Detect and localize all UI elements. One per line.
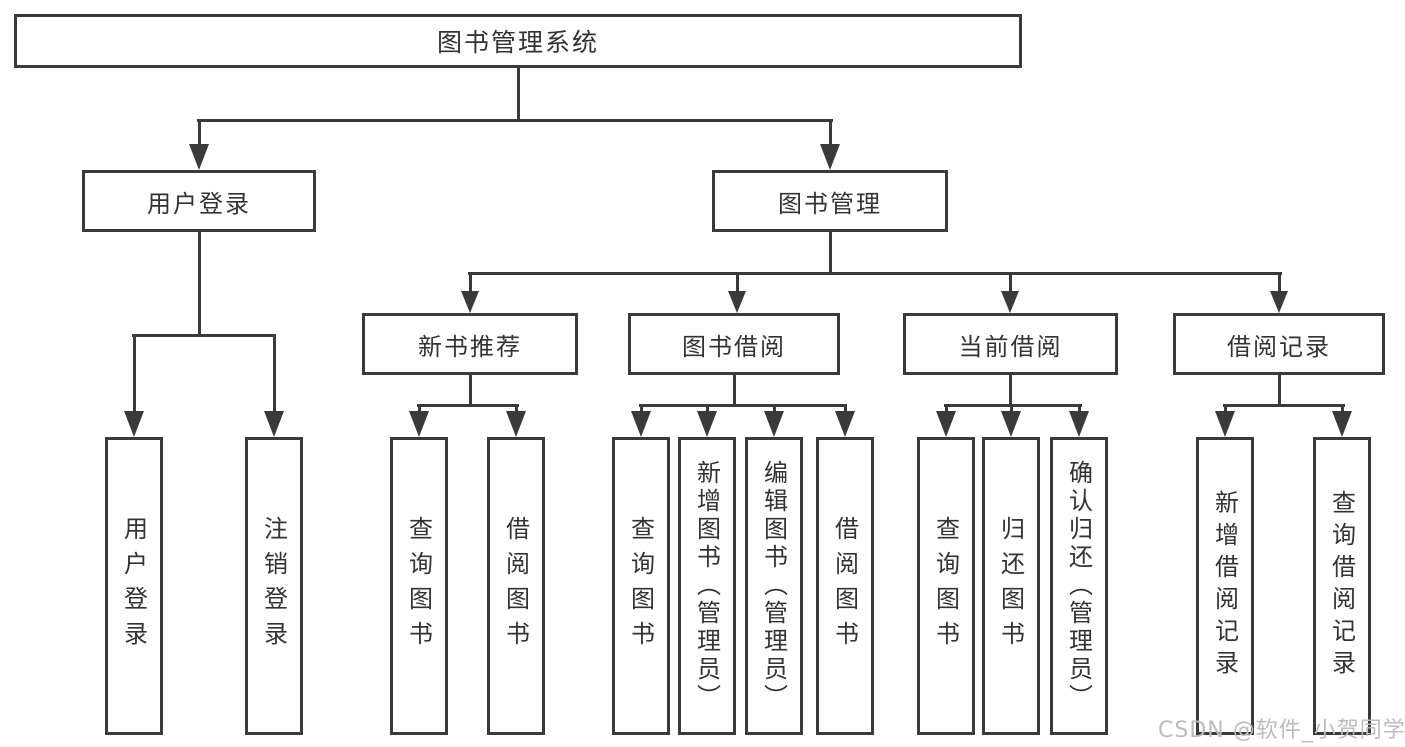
node-book-management-label: 图书管理 (778, 189, 882, 218)
arrowhead-down (697, 411, 717, 437)
node-new-book-recommend-label: 新书推荐 (418, 332, 522, 361)
connector-line (1009, 375, 1012, 405)
connector-line (1278, 375, 1281, 405)
node-book-borrow-label: 图书借阅 (682, 332, 786, 361)
leaf-query-borrow-record: 查询借阅记录 (1313, 437, 1371, 735)
leaf-confirm-return-admin: 确认归还（管理员） (1050, 437, 1108, 735)
arrowhead-down (1001, 411, 1021, 437)
connector-line (517, 68, 520, 121)
arrowhead-down (835, 411, 855, 437)
arrowhead-down (631, 411, 651, 437)
node-user-login-label: 用户登录 (147, 189, 251, 218)
leaf-edit-book-admin-label: 编辑图书（管理员） (759, 460, 788, 712)
connector-line (844, 405, 847, 415)
connector-line (515, 405, 518, 415)
connector-line (198, 120, 201, 148)
arrowhead-down (461, 291, 479, 313)
arrowhead-down (189, 144, 209, 170)
connector-line (733, 375, 736, 405)
leaf-borrow-book-2-label: 借阅图书 (830, 516, 859, 656)
node-new-book-recommend: 新书推荐 (362, 313, 578, 375)
leaf-query-book-2: 查询图书 (612, 437, 670, 735)
node-current-borrow: 当前借阅 (903, 313, 1118, 375)
leaf-query-book-1: 查询图书 (390, 437, 448, 735)
arrowhead-down (124, 411, 144, 437)
arrowhead-down (409, 411, 429, 437)
leaf-borrow-book-2: 借阅图书 (816, 437, 874, 735)
leaf-query-book-1-label: 查询图书 (404, 516, 433, 656)
leaf-logout: 注销登录 (245, 437, 303, 735)
leaf-query-book-3: 查询图书 (917, 437, 975, 735)
node-root: 图书管理系统 (14, 14, 1022, 68)
connector-line (197, 119, 833, 122)
connector-line (736, 273, 739, 293)
node-borrow-records: 借阅记录 (1173, 313, 1385, 375)
leaf-add-book-admin-label: 新增图书（管理员） (692, 460, 721, 712)
connector-line (639, 404, 847, 407)
arrowhead-down (1215, 411, 1235, 437)
connector-line (945, 405, 948, 415)
node-borrow-records-label: 借阅记录 (1227, 332, 1331, 361)
connector-line (829, 120, 832, 148)
node-book-borrow: 图书借阅 (628, 313, 840, 375)
leaf-return-book: 归还图书 (982, 437, 1040, 735)
connector-line (1223, 404, 1345, 407)
connector-line (829, 232, 832, 275)
connector-line (1278, 273, 1281, 293)
leaf-add-book-admin: 新增图书（管理员） (678, 437, 736, 735)
leaf-add-borrow-record-label: 新增借阅记录 (1210, 490, 1239, 682)
node-user-login: 用户登录 (82, 170, 316, 232)
leaf-query-book-3-label: 查询图书 (931, 516, 960, 656)
connector-line (273, 335, 276, 415)
leaf-query-borrow-record-label: 查询借阅记录 (1327, 490, 1356, 682)
arrowhead-down (1270, 291, 1288, 313)
connector-line (1224, 405, 1227, 415)
leaf-query-book-2-label: 查询图书 (626, 516, 655, 656)
leaf-return-book-label: 归还图书 (996, 516, 1025, 656)
connector-line (418, 405, 421, 415)
arrowhead-down (1069, 411, 1089, 437)
connector-line (468, 272, 1282, 275)
arrowhead-down (1332, 411, 1352, 437)
leaf-confirm-return-admin-label: 确认归还（管理员） (1064, 460, 1093, 712)
connector-line (1078, 405, 1081, 415)
arrowhead-down (764, 411, 784, 437)
connector-line (132, 334, 276, 337)
leaf-logout-label: 注销登录 (259, 516, 288, 656)
arrowhead-down (1001, 291, 1019, 313)
arrowhead-down (264, 411, 284, 437)
connector-line (417, 404, 519, 407)
node-current-borrow-label: 当前借阅 (958, 332, 1063, 361)
arrowhead-down (820, 144, 840, 170)
leaf-borrow-book-1-label: 借阅图书 (501, 516, 530, 656)
connector-line (198, 232, 201, 337)
arrowhead-down (728, 291, 746, 313)
leaf-add-borrow-record: 新增借阅记录 (1196, 437, 1254, 735)
arrowhead-down (936, 411, 956, 437)
connector-line (1009, 273, 1012, 293)
node-root-label: 图书管理系统 (436, 28, 599, 57)
leaf-user-login-label: 用户登录 (119, 516, 148, 656)
connector-line (944, 404, 1082, 407)
arrowhead-down (506, 411, 526, 437)
leaf-edit-book-admin: 编辑图书（管理员） (745, 437, 803, 735)
connector-line (1010, 405, 1013, 415)
connector-line (640, 405, 643, 415)
connector-line (1341, 405, 1344, 415)
csdn-watermark: CSDN @软件_小贺同学 (1158, 718, 1405, 743)
leaf-user-login: 用户登录 (105, 437, 163, 735)
connector-line (706, 405, 709, 415)
connector-line (133, 335, 136, 415)
connector-line (469, 273, 472, 293)
node-book-management: 图书管理 (712, 170, 948, 232)
connector-line (469, 375, 472, 405)
connector-line (773, 405, 776, 415)
leaf-borrow-book-1: 借阅图书 (487, 437, 545, 735)
